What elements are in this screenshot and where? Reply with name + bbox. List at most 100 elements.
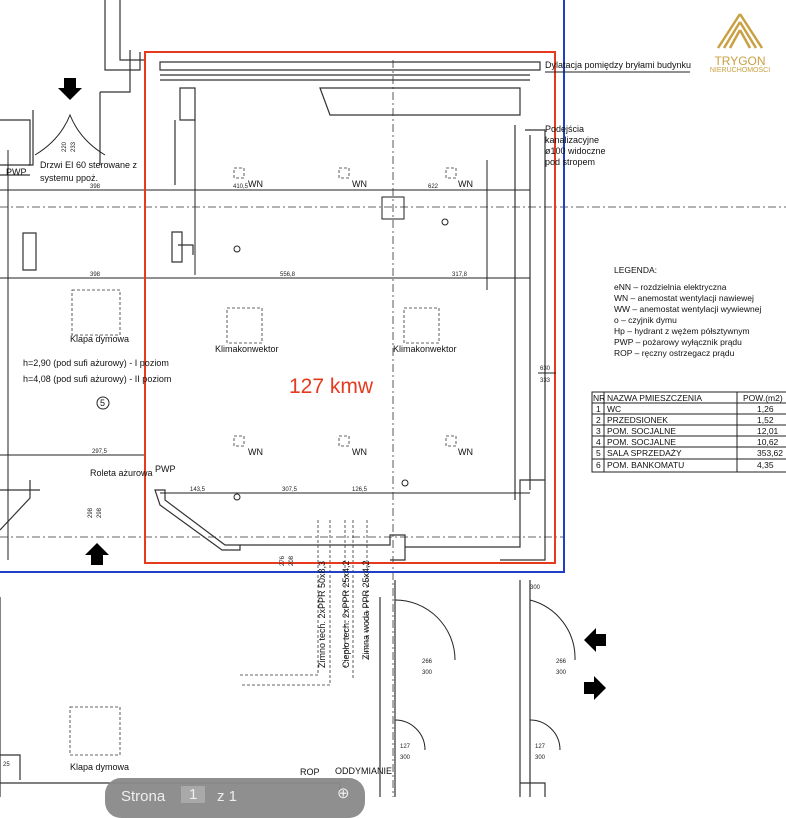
svg-text:NR: NR: [593, 393, 605, 403]
wn-label: WN: [248, 179, 263, 189]
arrow-left-icon: [584, 628, 606, 652]
page-navigator[interactable]: Strona 1 z 1 ⊕: [105, 778, 365, 818]
svg-text:298: 298: [97, 507, 103, 518]
svg-text:6: 6: [596, 460, 601, 470]
axis-lines: [0, 60, 786, 797]
svg-text:208: 208: [289, 555, 295, 566]
pwp-label: PWP: [6, 167, 27, 177]
svg-text:298: 298: [88, 507, 94, 518]
note-podejscia-2: kanalizacyjne: [545, 135, 599, 145]
svg-text:307,5: 307,5: [282, 487, 298, 493]
svg-text:POM. BANKOMATU: POM. BANKOMATU: [607, 460, 684, 470]
svg-text:300: 300: [400, 755, 411, 761]
svg-text:WC: WC: [607, 404, 621, 414]
svg-text:12,01: 12,01: [757, 426, 779, 436]
page-number-input[interactable]: 1: [181, 786, 206, 803]
zoom-icon[interactable]: ⊕: [337, 785, 350, 802]
svg-text:Hp – hydrant z wężem półszty: Hp – hydrant z wężem półsztywnym: [614, 326, 750, 336]
svg-text:SALA SPRZEDAŻY: SALA SPRZEDAŻY: [607, 448, 682, 458]
svg-text:POM. SOCJALNE: POM. SOCJALNE: [607, 426, 676, 436]
rooms-table: NR NAZWA PMIESZCZENIA POW.(m2) 1 WC 1,26 2…: [591, 391, 786, 473]
pipe-label: Ciepło tech. 2xPPR 25x4,2: [341, 560, 351, 668]
svg-text:1: 1: [596, 404, 601, 414]
klimakonwektor-label: Klimakonwektor: [215, 344, 279, 354]
boundary-line: [0, 0, 565, 573]
svg-text:410,5: 410,5: [233, 184, 249, 190]
svg-text:4: 4: [596, 437, 601, 447]
svg-text:300: 300: [556, 670, 567, 676]
note-podejscia-3: ø100 widoczne: [545, 146, 606, 156]
highlight-area: [144, 51, 556, 564]
area-label: 127 kmw: [289, 375, 374, 398]
svg-text:398: 398: [90, 184, 101, 190]
wn-anemostats: [69, 167, 457, 756]
dimension-lines: [0, 120, 530, 560]
arrow-up-icon: [85, 543, 109, 565]
svg-text:5: 5: [596, 448, 601, 458]
table-row: 6 POM. BANKOMATU 4,35: [596, 460, 774, 470]
svg-text:4,35: 4,35: [757, 460, 774, 470]
svg-text:353,62: 353,62: [757, 448, 783, 458]
note-dylatacja: Dylatacja pomiędzy bryłami budynku: [545, 60, 691, 70]
svg-text:WW – anemostat wentylacji wy: WW – anemostat wentylacji wywiewnej: [614, 304, 761, 314]
table-row: 5 SALA SPRZEDAŻY 353,62: [596, 448, 783, 458]
pwp-label: PWP: [155, 464, 176, 474]
pipe-label: Zimno tech. 2xPPR 50x8,3: [317, 561, 327, 668]
roleta-label: Roleta ażurowa: [90, 468, 153, 478]
svg-text:25: 25: [3, 762, 10, 768]
logo-triangle-icon: [716, 13, 764, 49]
klapa-label: Klapa dymowa: [70, 334, 129, 344]
wn-label: WN: [458, 179, 473, 189]
floor-plan: Dylatacja pomiędzy bryłami budynku Podej…: [0, 0, 786, 797]
dimension-labels: 220 233 398 410,5 622 398 556,8 317,8 29…: [3, 141, 567, 768]
svg-text:300: 300: [530, 585, 541, 591]
wn-label: WN: [458, 447, 473, 457]
svg-text:266: 266: [556, 659, 567, 665]
svg-text:233: 233: [71, 141, 77, 152]
svg-text:o – czyjnik dymu: o – czyjnik dymu: [614, 315, 677, 325]
svg-text:LEGENDA:: LEGENDA:: [614, 265, 657, 275]
svg-text:317,8: 317,8: [452, 272, 468, 278]
svg-text:276: 276: [280, 555, 286, 566]
svg-text:398: 398: [90, 272, 101, 278]
logo: TRYGON NIERUCHOMOŚCI: [700, 10, 780, 74]
pipes: [240, 520, 368, 686]
note-drzwi-1: Drzwi EI 60 sterowane z: [40, 160, 138, 170]
svg-text:POM. SOCJALNE: POM. SOCJALNE: [607, 437, 676, 447]
svg-text:220: 220: [62, 141, 68, 152]
walls: [0, 0, 546, 797]
svg-text:POW.(m2): POW.(m2): [743, 393, 783, 403]
rop-label: ROP: [300, 767, 320, 777]
wn-label: WN: [248, 447, 263, 457]
room-number: 5: [100, 398, 105, 408]
svg-text:556,8: 556,8: [280, 272, 296, 278]
svg-text:266: 266: [422, 659, 433, 665]
doors: [34, 113, 576, 751]
arrow-right-icon: [584, 676, 606, 700]
height-note-1: h=2,90 (pod sufi ażurowy) - I poziom: [23, 358, 169, 368]
svg-text:622: 622: [428, 184, 439, 190]
svg-text:1,52: 1,52: [757, 415, 774, 425]
svg-text:333: 333: [540, 378, 551, 384]
svg-text:WN – anemostat wentylacji na: WN – anemostat wentylacji nawiewej: [614, 293, 754, 303]
klapa-label-2: Klapa dymowa: [70, 762, 129, 772]
klimakonwektor-label: Klimakonwektor: [393, 344, 457, 354]
svg-text:630: 630: [540, 366, 551, 372]
svg-text:1,26: 1,26: [757, 404, 774, 414]
smoke-detectors: [233, 196, 449, 501]
logo-sub: NIERUCHOMOŚCI: [709, 67, 771, 74]
svg-text:eNN – rozdzielnia elektryczn: eNN – rozdzielnia elektryczna: [614, 282, 727, 292]
svg-text:ROP – ręczny ostrzegacz prąd: ROP – ręczny ostrzegacz prądu: [614, 348, 735, 358]
height-note-2: h=4,08 (pod sufi ażurowy) - II poziom: [23, 374, 171, 384]
svg-text:NAZWA PMIESZCZENIA: NAZWA PMIESZCZENIA: [607, 393, 702, 403]
svg-text:300: 300: [535, 755, 546, 761]
svg-text:2: 2: [596, 415, 601, 425]
wn-label: WN: [352, 447, 367, 457]
svg-text:297,5: 297,5: [92, 449, 108, 455]
note-podejscia-4: pod stropem: [545, 157, 595, 167]
logo-name: TRYGON: [714, 54, 766, 68]
table-row: 1 WC 1,26: [596, 404, 774, 414]
